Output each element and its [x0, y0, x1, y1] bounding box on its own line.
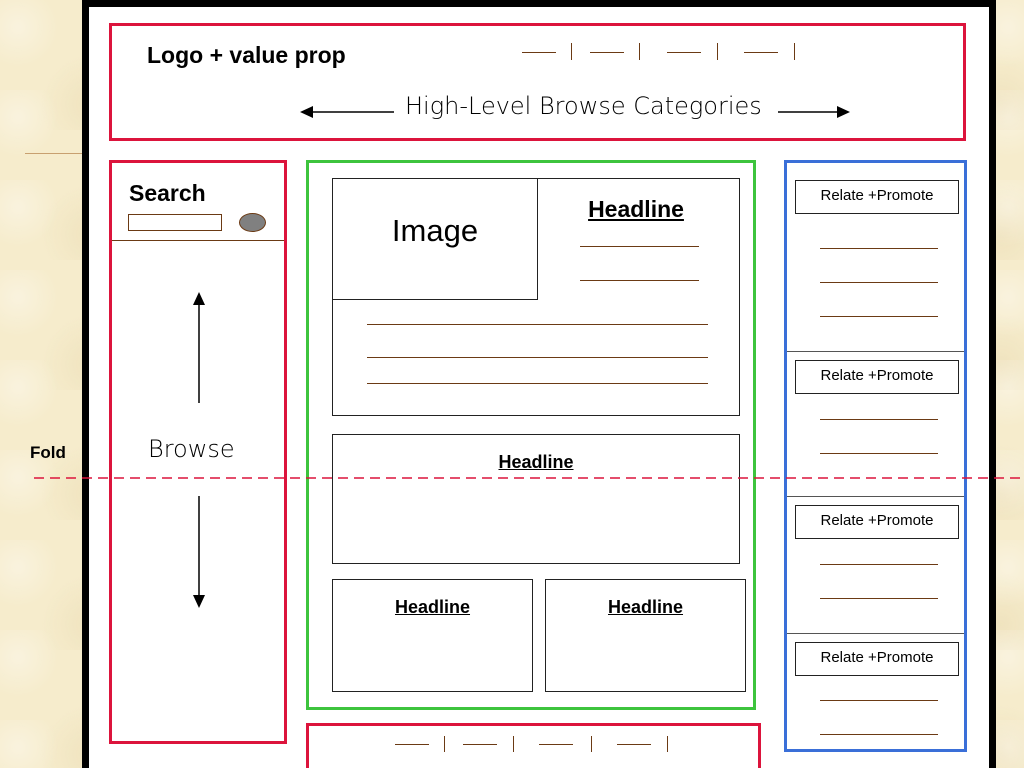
text-line — [820, 700, 938, 701]
text-line — [820, 248, 938, 249]
rail-divider — [787, 633, 964, 634]
text-line — [820, 419, 938, 420]
fold-label: Fold — [30, 443, 66, 462]
search-label: Search — [129, 180, 206, 206]
header-region: Logo + value prop High-Level Browse Cate… — [109, 23, 966, 141]
text-line — [820, 453, 938, 454]
relate-promote-box[interactable]: Relate +Promote — [795, 180, 959, 214]
small-story-box-right[interactable]: Headline — [545, 579, 746, 692]
text-line — [367, 383, 708, 384]
headline-secondary[interactable]: Headline — [498, 452, 574, 472]
search-divider — [112, 240, 284, 241]
text-line — [580, 246, 699, 247]
main-content-region — [306, 160, 756, 710]
feature-story-box[interactable]: Image Headline — [332, 178, 740, 416]
headline-small-right[interactable]: Headline — [607, 597, 684, 617]
text-line — [820, 734, 938, 735]
rail-divider — [787, 351, 964, 352]
down-arrow-icon — [193, 496, 205, 608]
footer-region — [306, 723, 761, 768]
feature-image[interactable]: Image — [332, 178, 538, 300]
relate-promote-box[interactable]: Relate +Promote — [795, 505, 959, 539]
left-arrow-icon — [300, 106, 394, 118]
headline-small-left[interactable]: Headline — [394, 597, 471, 617]
text-line — [367, 324, 708, 325]
fold-line — [34, 477, 1024, 479]
text-line — [367, 357, 708, 358]
right-arrow-icon — [778, 106, 850, 118]
small-story-box-left[interactable]: Headline — [332, 579, 533, 692]
sidebar-region: Search Browse — [109, 160, 287, 744]
rail-divider — [787, 496, 964, 497]
relate-promote-box[interactable]: Relate +Promote — [795, 360, 959, 394]
right-rail-region: Relate +Promote Relate +Promote Relate +… — [784, 160, 967, 752]
logo-value-prop[interactable]: Logo + value prop — [147, 42, 346, 68]
image-label: Image — [391, 213, 479, 248]
decor-line — [25, 153, 82, 154]
text-line — [820, 316, 938, 317]
browse-label: Browse — [148, 435, 235, 463]
headline-primary[interactable]: Headline — [588, 196, 684, 222]
secondary-story-box[interactable]: Headline — [332, 434, 740, 564]
text-line — [580, 280, 699, 281]
text-line — [820, 564, 938, 565]
search-button[interactable] — [239, 213, 266, 232]
browse-categories[interactable]: High-Level Browse Categories — [405, 92, 762, 120]
search-input[interactable] — [128, 214, 222, 231]
text-line — [820, 598, 938, 599]
relate-promote-box[interactable]: Relate +Promote — [795, 642, 959, 676]
up-arrow-icon — [193, 292, 205, 403]
text-line — [820, 282, 938, 283]
